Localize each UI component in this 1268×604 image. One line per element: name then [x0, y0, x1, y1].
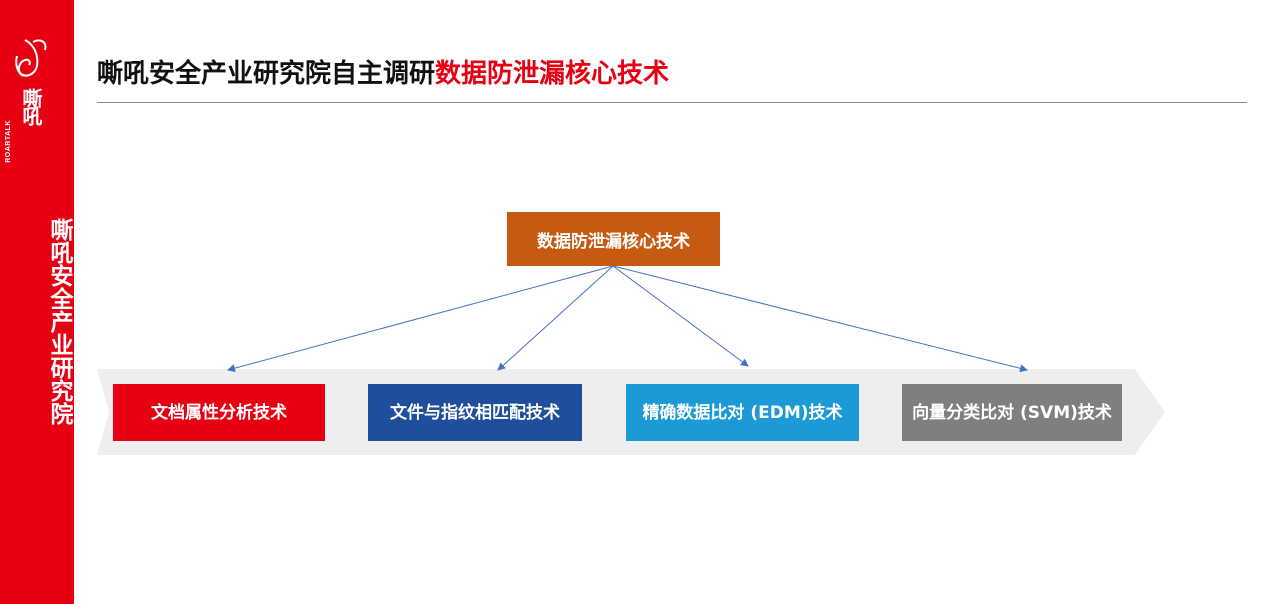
sidebar-title-char: 吼: [46, 241, 72, 264]
page-title-prefix: 嘶吼安全产业研究院自主调研: [97, 59, 436, 89]
sidebar-title-char: 院: [46, 402, 72, 425]
title-divider: [97, 102, 1247, 103]
sidebar-title-char: 嘶: [46, 218, 72, 241]
sidebar-title-char: 究: [46, 379, 72, 402]
sidebar-title-char: 业: [46, 333, 72, 356]
diagram-leaf-node: 精确数据比对 (EDM)技术: [626, 384, 859, 441]
diagram-leaf-node: 文件与指纹相匹配技术: [368, 384, 582, 441]
connector-line: [227, 265, 614, 373]
logo-chinese-text: 嘶吼: [19, 88, 43, 124]
connector-line: [612, 265, 749, 367]
sidebar: ROARTALK 嘶吼 嘶 吼 安 全 产 业 研 究 院: [0, 0, 74, 604]
sidebar-title: 嘶 吼 安 全 产 业 研 究 院: [0, 218, 74, 425]
page-title: 嘶吼安全产业研究院自主调研数据防泄漏核心技术: [97, 54, 669, 94]
diagram-root-node: 数据防泄漏核心技术: [507, 212, 720, 266]
logo-english-text: ROARTALK: [5, 120, 12, 163]
sidebar-title-char: 安: [46, 264, 72, 287]
sidebar-title-char: 研: [46, 356, 72, 379]
roartalk-logo-icon: [15, 39, 47, 77]
diagram-leaf-node: 向量分类比对 (SVM)技术: [902, 384, 1122, 441]
diagram-leaf-node: 文档属性分析技术: [113, 384, 325, 441]
page-title-highlight: 数据防泄漏核心技术: [435, 59, 670, 89]
sidebar-title-char: 全: [46, 287, 72, 310]
connector-line: [612, 265, 1028, 373]
sidebar-title-char: 产: [46, 310, 72, 333]
connector-line: [497, 265, 614, 371]
